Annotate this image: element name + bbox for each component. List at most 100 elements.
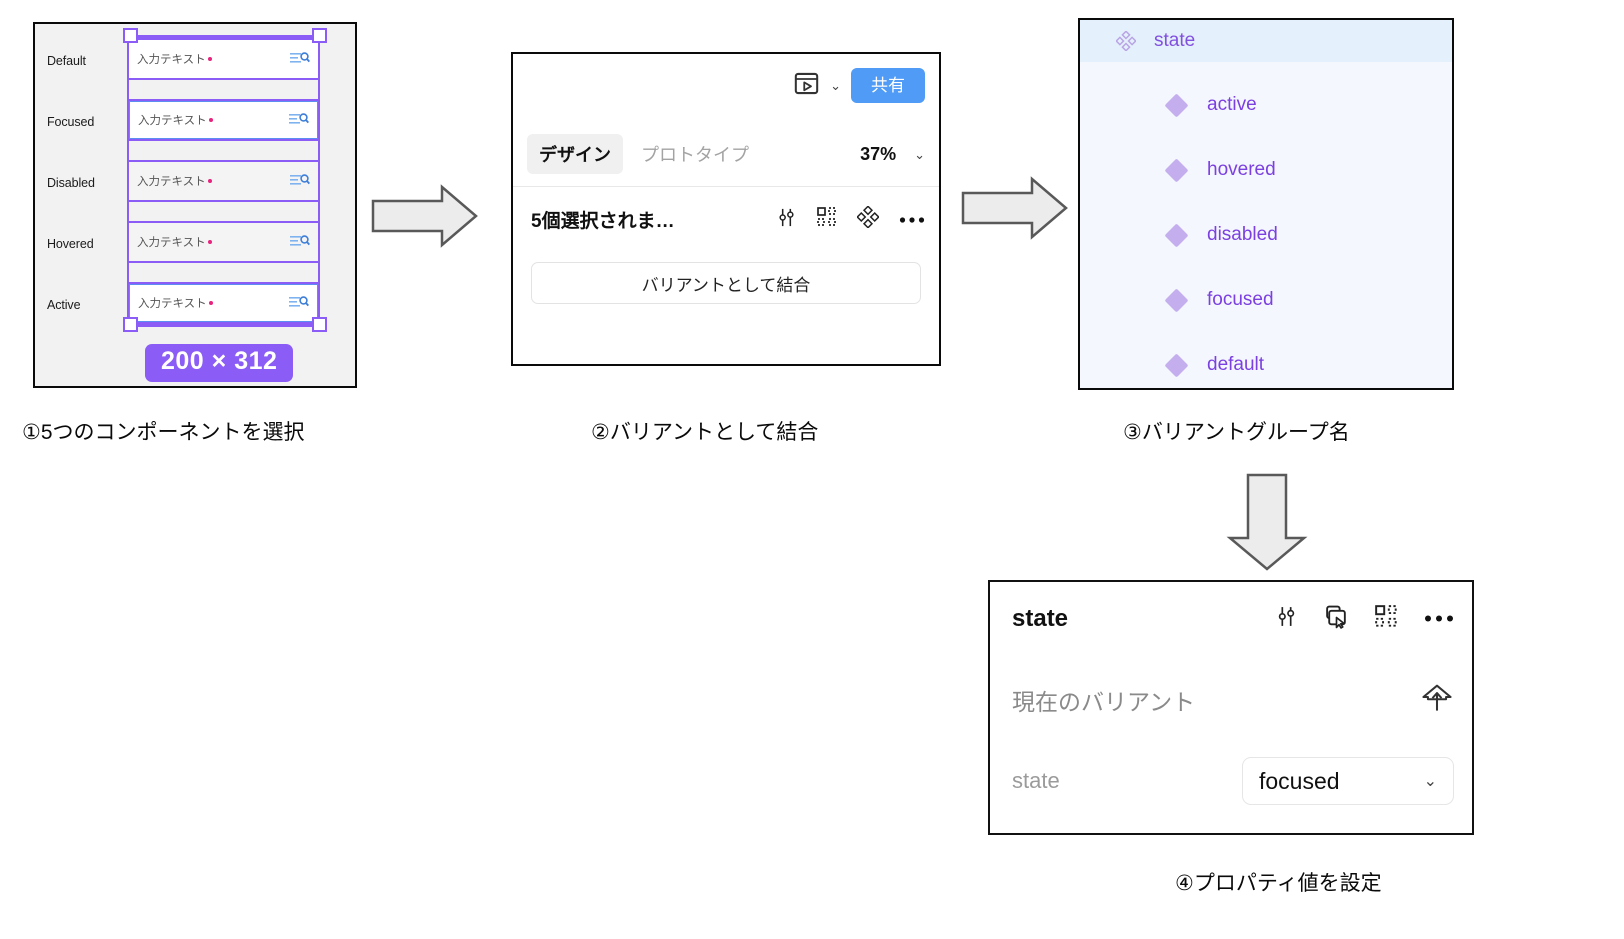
layer-item-label: focused [1207,289,1274,310]
variant-diamond-icon [1164,352,1189,378]
resize-handle-top-left[interactable] [123,28,138,43]
layer-row-focused[interactable]: focused [1080,279,1452,321]
zoom-level[interactable]: 37% [860,143,897,164]
input-placeholder: 入力テキスト [138,115,207,127]
caption-step-1: ①5つのコンポーネントを選択 [22,421,305,444]
caption-step-4: ④プロパティ値を設定 [1175,872,1382,895]
property-header-row: state [1012,604,1454,634]
input-field-focused[interactable]: 入力テキスト [127,99,320,141]
variant-row-disabled: Disabled 入力テキスト [35,160,355,206]
present-play-icon[interactable] [793,70,820,102]
input-placeholder: 入力テキスト [137,54,206,66]
input-field-inner[interactable]: 入力テキスト [129,101,318,139]
variant-row-focused: Focused 入力テキスト [35,99,355,145]
variant-label-default: Default [47,54,86,68]
tab-prototype[interactable]: プロトタイプ [641,145,749,165]
selection-header-row: 5個選択されま… [531,205,925,233]
variant-row-default: Default 入力テキスト [35,38,355,84]
tab-design[interactable]: デザイン [527,134,623,174]
chevron-down-icon: ⌄ [1423,773,1437,790]
input-placeholder: 入力テキスト [137,176,206,188]
reset-up-arrow-icon[interactable] [1420,680,1454,719]
layer-item-label: active [1207,94,1257,115]
caption-step-3: ③バリアントグループ名 [1123,421,1350,444]
text-cursor-dot [208,301,213,305]
layer-item-label: default [1207,354,1265,375]
flow-arrow-2 [961,176,1068,240]
text-cursor-dot [208,118,213,122]
zoom-caret-icon[interactable]: ⌄ [914,146,925,162]
text-cursor-dot [207,57,212,61]
rail-top-row: ⌄ 共有 [793,68,925,103]
input-field-default[interactable]: 入力テキスト [127,38,320,80]
size-badge: 200 × 312 [145,344,294,382]
layer-item-label: disabled [1207,224,1278,245]
variant-diamonds-icon[interactable] [856,205,880,233]
search-list-icon[interactable] [290,173,310,189]
layer-row-variant-group[interactable]: state [1080,20,1452,62]
rail-tab-row: デザイン プロトタイプ 37% ⌄ [527,134,925,174]
property-value-row: state focused ⌄ [1012,757,1454,805]
layer-row-active[interactable]: active [1080,84,1452,126]
layer-row-hovered[interactable]: hovered [1080,149,1452,191]
resize-handle-bottom-left[interactable] [123,317,138,332]
component-grid-icon[interactable] [1375,605,1398,633]
input-placeholder: 入力テキスト [137,237,206,249]
input-field-active[interactable]: 入力テキスト [127,282,320,324]
input-field-inner[interactable]: 入力テキスト [129,223,318,261]
search-list-icon[interactable] [289,295,309,311]
selection-gap-strip [127,263,320,285]
swap-instance-icon[interactable] [1324,604,1349,634]
tune-sliders-icon[interactable] [776,207,797,233]
variant-row-active: Active 入力テキスト [35,282,355,328]
property-value-text: focused [1259,767,1340,794]
variant-label-disabled: Disabled [47,176,95,190]
flow-arrow-3 [1226,473,1308,571]
selection-gap-strip [127,141,320,163]
variant-diamonds-icon [1116,31,1136,51]
tune-sliders-icon[interactable] [1275,605,1298,633]
more-dots-icon[interactable] [899,211,925,229]
current-variant-row: 現在のバリアント [1012,680,1454,719]
share-button[interactable]: 共有 [851,68,925,103]
resize-handle-bottom-right[interactable] [312,317,327,332]
text-cursor-dot [207,240,212,244]
resize-handle-top-right[interactable] [312,28,327,43]
input-field-hovered[interactable]: 入力テキスト [127,221,320,263]
layers-panel: state active hovered disabled focused de… [1078,18,1454,390]
variant-diamond-icon [1164,92,1189,118]
variant-diamond-icon [1164,222,1189,248]
selection-frame-bottom [131,324,317,327]
figma-design-rail: ⌄ 共有 デザイン プロトタイプ 37% ⌄ 5個選択されま… [511,52,941,366]
flow-arrow-1 [371,184,478,248]
input-field-disabled[interactable]: 入力テキスト [127,160,320,202]
selection-frame-top [131,35,317,38]
layer-group-name: state [1154,30,1196,51]
selection-count-label: 5個選択されま… [531,211,675,232]
more-dots-icon[interactable] [1424,610,1454,628]
combine-as-variants-button[interactable]: バリアントとして結合 [531,262,921,304]
variant-diamond-icon [1164,287,1189,313]
component-selection-canvas: Default 入力テキスト Focused [33,22,357,388]
input-field-inner[interactable]: 入力テキスト [129,284,318,322]
rail-divider [513,186,939,187]
variant-diamond-icon [1164,157,1189,183]
component-grid-icon[interactable] [817,207,837,232]
search-list-icon[interactable] [289,112,309,128]
search-list-icon[interactable] [290,51,310,67]
layer-item-label: hovered [1207,159,1276,180]
present-options-caret[interactable]: ⌄ [830,78,841,93]
search-list-icon[interactable] [290,234,310,250]
input-field-inner[interactable]: 入力テキスト [129,40,318,78]
selection-gap-strip [127,202,320,224]
selection-gap-strip [127,80,320,102]
variant-row-hovered: Hovered 入力テキスト [35,221,355,267]
current-variant-label: 現在のバリアント [1012,688,1196,715]
text-cursor-dot [207,179,212,183]
layer-row-default[interactable]: default [1080,344,1452,386]
variant-label-hovered: Hovered [47,237,94,251]
property-value-select[interactable]: focused ⌄ [1242,757,1454,805]
property-set-title: state [1012,605,1069,632]
input-field-inner[interactable]: 入力テキスト [129,162,318,200]
layer-row-disabled[interactable]: disabled [1080,214,1452,256]
